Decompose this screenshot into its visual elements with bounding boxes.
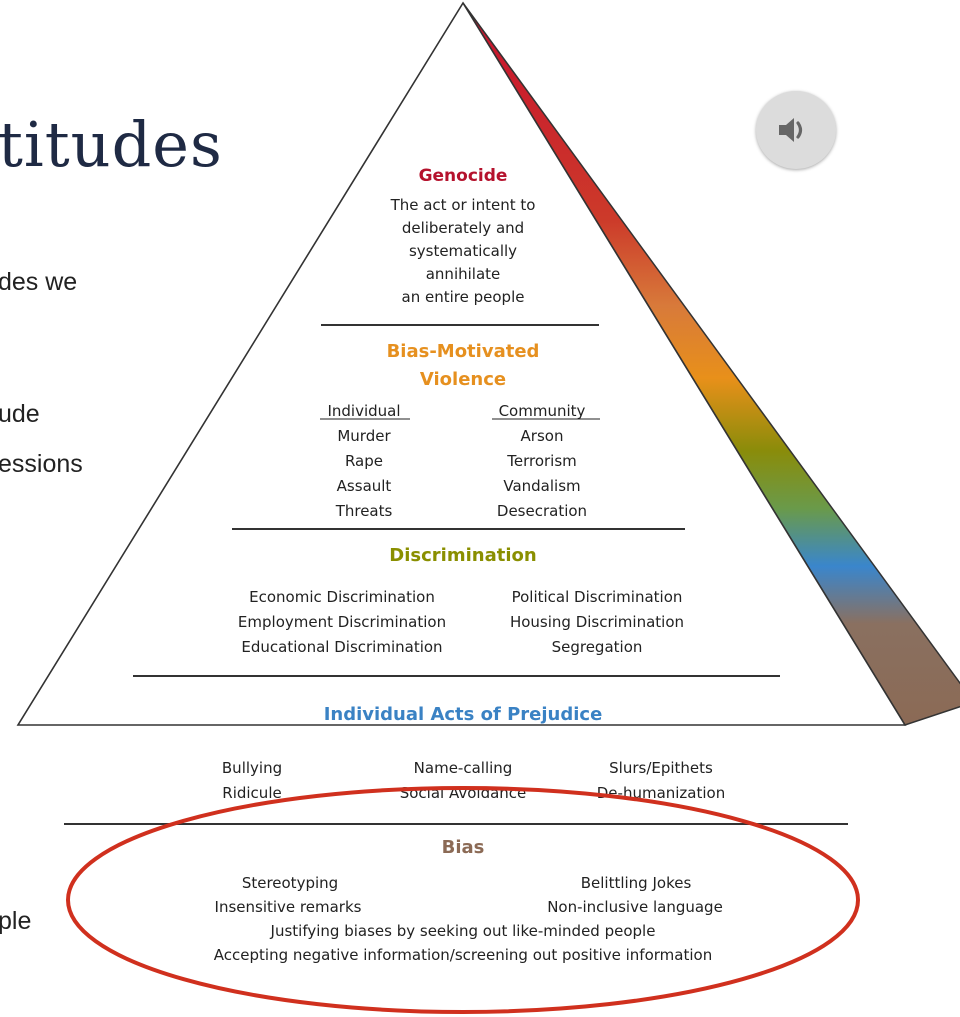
- violence-item: Arson: [521, 427, 564, 445]
- discrimination-item: Economic Discrimination: [249, 588, 435, 606]
- pyramid-front-face: [16, 1, 907, 726]
- bias-item: Justifying biases by seeking out like-mi…: [270, 922, 656, 940]
- prejudice-item: De-humanization: [597, 784, 725, 802]
- genocide-text: The act or intent to: [390, 196, 536, 214]
- bias-item: Belittling Jokes: [581, 874, 692, 892]
- prejudice-item: Slurs/Epithets: [609, 759, 713, 777]
- genocide-text: an entire people: [402, 288, 525, 306]
- discrimination-item: Housing Discrimination: [510, 613, 684, 631]
- audio-button[interactable]: [756, 91, 836, 169]
- bias-item: Insensitive remarks: [215, 898, 362, 916]
- discrimination-item: Employment Discrimination: [238, 613, 446, 631]
- speaker-icon: [779, 118, 803, 142]
- violence-heading: Bias-Motivated: [387, 341, 540, 362]
- violence-item: Murder: [337, 427, 391, 445]
- prejudice-heading: Individual Acts of Prejudice: [324, 704, 603, 725]
- violence-item: Vandalism: [503, 477, 580, 495]
- bias-item: Accepting negative information/screening…: [214, 946, 712, 964]
- violence-heading: Violence: [420, 369, 506, 390]
- bias-heading: Bias: [442, 837, 485, 858]
- slide-title: titudes: [0, 108, 223, 181]
- community-header: Community: [499, 402, 586, 420]
- violence-item: Assault: [337, 477, 392, 495]
- body-text-line: ple: [0, 907, 32, 935]
- prejudice-item: Bullying: [222, 759, 282, 777]
- violence-item: Threats: [335, 502, 393, 520]
- violence-item: Terrorism: [506, 452, 577, 470]
- body-text-line: essions: [0, 450, 83, 478]
- body-text-line: ude: [0, 400, 40, 428]
- bias-item: Stereotyping: [242, 874, 338, 892]
- discrimination-heading: Discrimination: [389, 545, 536, 566]
- individual-header: Individual: [327, 402, 400, 420]
- discrimination-item: Segregation: [552, 638, 643, 656]
- violence-item: Rape: [345, 452, 383, 470]
- genocide-text: annihilate: [426, 265, 501, 283]
- genocide-text: deliberately and: [402, 219, 524, 237]
- bias-highlight-ellipse: [66, 786, 860, 1014]
- genocide-heading: Genocide: [419, 166, 508, 186]
- discrimination-item: Educational Discrimination: [241, 638, 442, 656]
- genocide-text: systematically: [409, 242, 517, 260]
- violence-item: Desecration: [497, 502, 587, 520]
- prejudice-item: Ridicule: [222, 784, 281, 802]
- bias-item: Non-inclusive language: [547, 898, 723, 916]
- prejudice-item: Name-calling: [414, 759, 513, 777]
- discrimination-item: Political Discrimination: [512, 588, 683, 606]
- body-text-line: des we: [0, 268, 78, 296]
